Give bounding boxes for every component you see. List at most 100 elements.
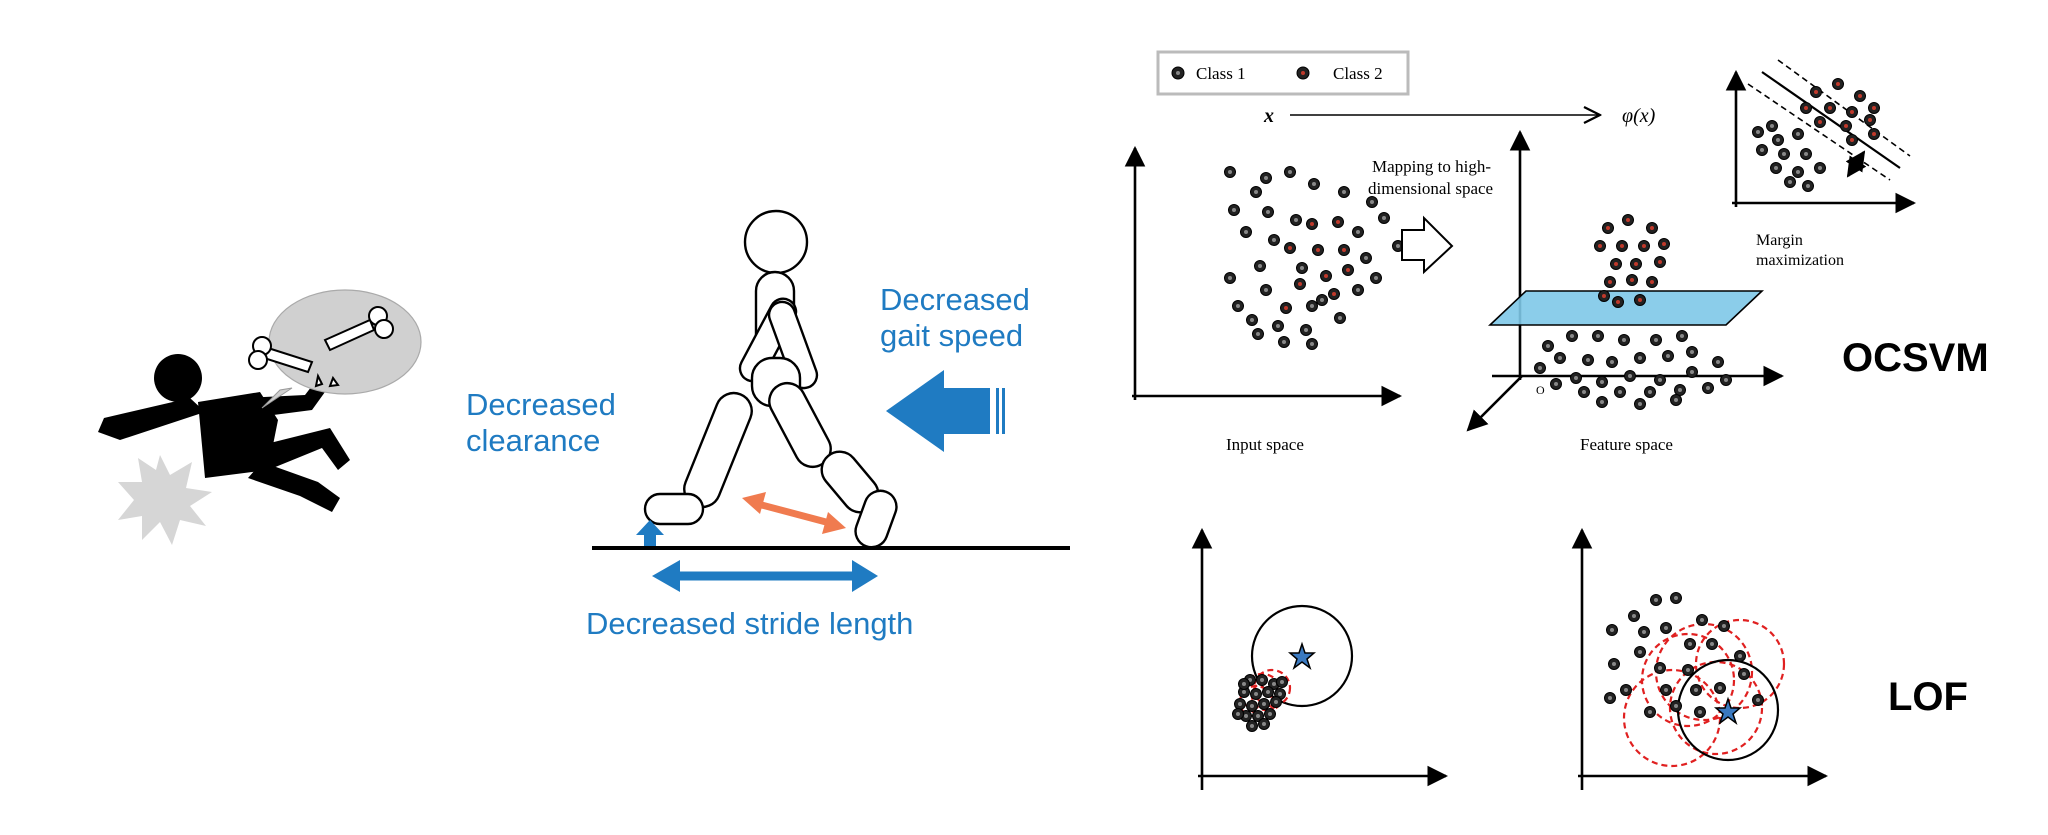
scatter-point-core (1658, 666, 1662, 670)
scatter-point-core (1804, 152, 1808, 156)
scatter-point-core (1742, 672, 1746, 676)
stride-label: Decreased stride length (586, 606, 913, 641)
scatter-point-core (1244, 230, 1248, 234)
scatter-point-core (1288, 246, 1292, 250)
mapping-label-2: dimensional space (1368, 179, 1493, 198)
clearance-label-2: clearance (466, 423, 600, 458)
scatter-point-core (1244, 714, 1248, 718)
scatter-point-core (1310, 342, 1314, 346)
scatter-point-core (1638, 356, 1642, 360)
scatter-point-core (1278, 692, 1282, 696)
scatter-point-core (1868, 118, 1872, 122)
lof-left-neighborhood-circle (1250, 604, 1354, 708)
scatter-point-core (1558, 356, 1562, 360)
scatter-point-core (1242, 682, 1246, 686)
scatter-point-core (1618, 390, 1622, 394)
scatter-point-core (1254, 692, 1258, 696)
scatter-point-core (1658, 378, 1662, 382)
scatter-point-core (1228, 276, 1232, 280)
scatter-point-core (1628, 374, 1632, 378)
falling-person-icon (98, 289, 422, 545)
ocsvm-title: OCSVM (1842, 336, 1989, 380)
scatter-point-core (1258, 264, 1262, 268)
scatter-point-core (1250, 318, 1254, 322)
scatter-point-core (1336, 220, 1340, 224)
scatter-point-core (1266, 210, 1270, 214)
scatter-point-core (1648, 390, 1652, 394)
scatter-point-core (1280, 680, 1284, 684)
scatter-point-core (1342, 248, 1346, 252)
margin-axes (1725, 69, 1917, 214)
scatter-point-core (1304, 328, 1308, 332)
scatter-point-core (1610, 360, 1614, 364)
scatter-point-core (1658, 260, 1662, 264)
scatter-point-core (1288, 170, 1292, 174)
scatter-point-core (1356, 230, 1360, 234)
scatter-point-core (1620, 244, 1624, 248)
scatter-point-core (1300, 266, 1304, 270)
scatter-point-core (1238, 702, 1242, 706)
scatter-point-core (1546, 344, 1550, 348)
scatter-point-core (1310, 222, 1314, 226)
scatter-point-core (1722, 624, 1726, 628)
density-ring (1668, 660, 1764, 756)
scatter-point-core (1256, 714, 1260, 718)
scatter-point-core (1298, 282, 1302, 286)
margin-label-1: Margin (1756, 232, 1803, 249)
scatter-point-core (1650, 280, 1654, 284)
scatter-point-core (1582, 390, 1586, 394)
density-ring (1252, 668, 1292, 708)
scatter-point-core (1262, 722, 1266, 726)
scatter-point-core (1254, 190, 1258, 194)
scatter-point-core (1600, 380, 1604, 384)
scatter-point-core (1818, 166, 1822, 170)
scatter-point-core (1776, 138, 1780, 142)
scatter-point-core (1236, 304, 1240, 308)
scatter-point-core (1638, 402, 1642, 406)
scatter-point-core (1756, 130, 1760, 134)
scatter-point-core (1282, 340, 1286, 344)
scatter-point-core (1818, 120, 1822, 124)
scatter-point-core (1678, 388, 1682, 392)
scatter-point-core (1264, 176, 1268, 180)
scatter-point-core (1570, 334, 1574, 338)
scatter-point-core (1610, 628, 1614, 632)
scatter-point-core (1342, 190, 1346, 194)
scatter-point-core (1782, 152, 1786, 156)
gait-speed-label-1: Decreased (880, 282, 1030, 317)
scatter-point-core (1872, 132, 1876, 136)
scatter-point-core (1674, 596, 1678, 600)
scatter-point-core (1788, 180, 1792, 184)
scatter-point-core (1272, 238, 1276, 242)
input-space-label: Input space (1226, 435, 1304, 454)
map-x-label: x (1263, 105, 1274, 127)
scatter-point-core (1364, 256, 1368, 260)
scatter-point-core (1724, 378, 1728, 382)
scatter-point-core (1698, 710, 1702, 714)
scatter-point-core (1718, 686, 1722, 690)
feature-space-label: Feature space (1580, 435, 1673, 454)
lof-left-axes (1191, 527, 1449, 790)
scatter-point-core (1828, 106, 1832, 110)
scatter-point-core (1706, 386, 1710, 390)
scatter-point-core (1310, 304, 1314, 308)
scatter-point-core (1538, 366, 1542, 370)
scatter-point-core (1266, 690, 1270, 694)
scatter-point-core (1294, 218, 1298, 222)
gait-speed-arrow (886, 370, 1005, 452)
hollow-arrow-icon (1401, 215, 1454, 275)
scatter-point-core (1250, 724, 1254, 728)
scatter-point-core (1634, 262, 1638, 266)
broken-bone-icon (248, 306, 394, 388)
scatter-point-core (1774, 166, 1778, 170)
scatter-point-core (1850, 138, 1854, 142)
legend-class1: Class 1 (1196, 64, 1246, 83)
scatter-point-core (1796, 132, 1800, 136)
scatter-point-core (1642, 630, 1646, 634)
scatter-point-core (1596, 334, 1600, 338)
scatter-point-core (1616, 300, 1620, 304)
scatter-point-core (1630, 278, 1634, 282)
scatter-point-core (1614, 262, 1618, 266)
lof-right-density-rings (1622, 618, 1786, 768)
density-ring (1694, 618, 1786, 710)
